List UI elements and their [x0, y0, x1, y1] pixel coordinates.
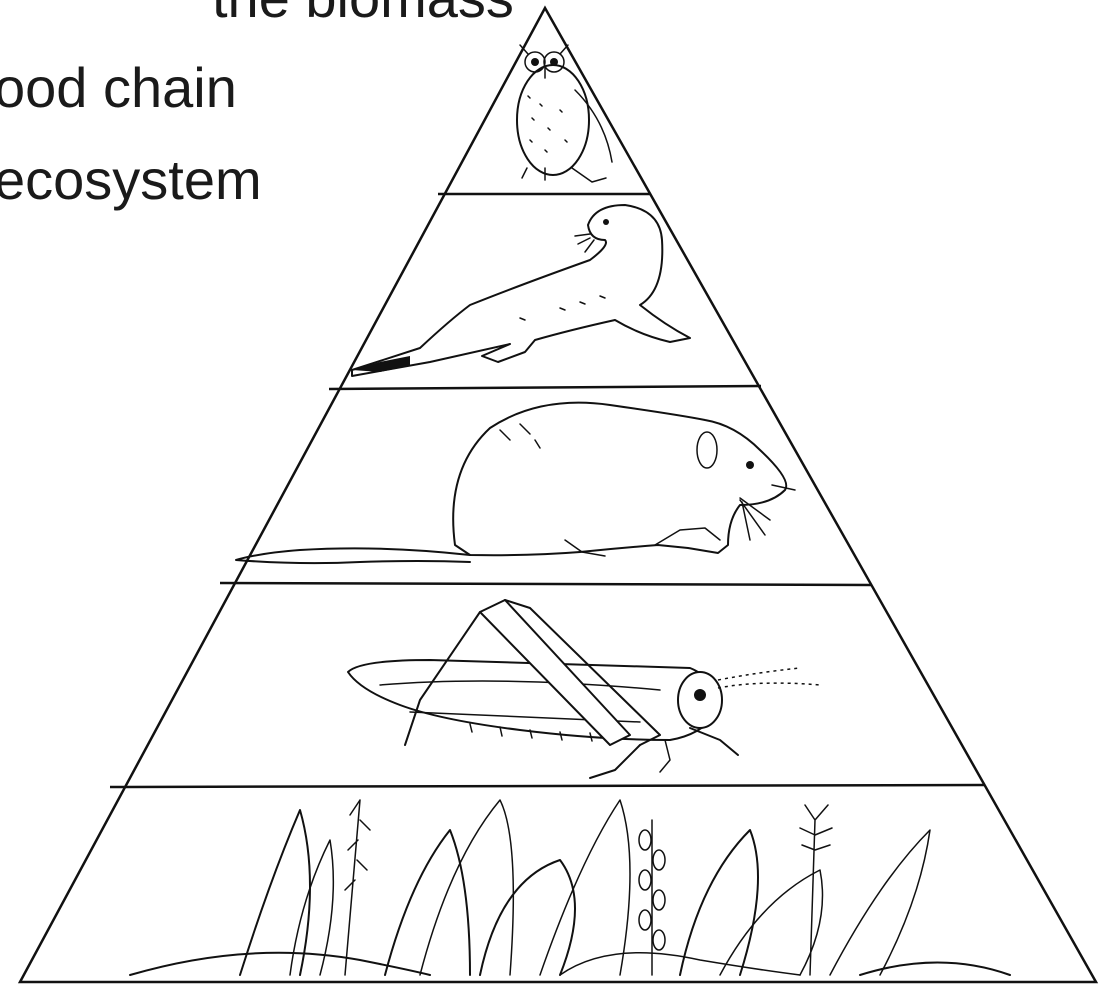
food-chain-pyramid [0, 0, 1102, 989]
slide: the biomass ood chain ecosystem [0, 0, 1102, 989]
